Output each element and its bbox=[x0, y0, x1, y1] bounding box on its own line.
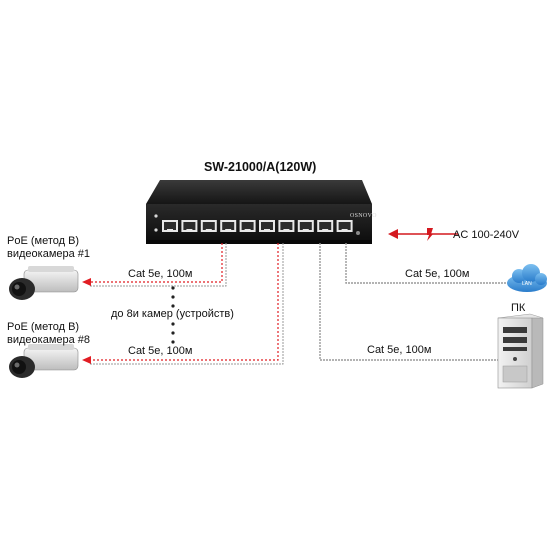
camera-1-cable-label: Cat 5e, 100м bbox=[128, 268, 193, 280]
poe-link-camera-1 bbox=[82, 243, 227, 287]
camera-8-cable-label: Cat 5e, 100м bbox=[128, 345, 193, 357]
camera-8-method: PoE (метод В) bbox=[7, 321, 80, 333]
power-input bbox=[388, 228, 458, 241]
camera-8-name: видеокамера #8 bbox=[7, 334, 91, 346]
lan-cable-label: Cat 5e, 100м bbox=[405, 268, 470, 280]
status-led bbox=[154, 228, 158, 232]
power-label: AC 100-240V bbox=[453, 229, 520, 241]
camera-8-icon bbox=[9, 344, 79, 378]
switch-top-panel bbox=[146, 180, 372, 204]
rj45-port bbox=[297, 220, 314, 232]
lan-cloud-icon: LAN bbox=[507, 264, 547, 292]
camera-8-label: PoE (метод В) видеокамера #8 bbox=[7, 321, 90, 347]
switch-model-title: SW-21000/A(120W) bbox=[204, 160, 317, 174]
rj45-port bbox=[220, 220, 237, 232]
power-arrow-head bbox=[388, 229, 398, 239]
power-plug-icon bbox=[427, 228, 433, 241]
reset-button bbox=[356, 231, 360, 235]
lan-cloud-label: LAN bbox=[522, 281, 532, 287]
rj45-port bbox=[200, 220, 217, 232]
rj45-port bbox=[278, 220, 295, 232]
rj45-port bbox=[259, 220, 275, 232]
rj45-port bbox=[239, 220, 256, 232]
network-switch: OSNOVO bbox=[146, 180, 377, 244]
poe-link-camera-8 bbox=[82, 243, 284, 365]
pc-tower-icon bbox=[497, 313, 544, 389]
camera-1-icon bbox=[9, 266, 79, 300]
camera-count-note: до 8и камер (устройств) bbox=[111, 308, 234, 320]
camera-1-name: видеокамера #1 bbox=[7, 248, 91, 260]
camera-1-method: PoE (метод В) bbox=[7, 235, 80, 247]
arrow-to-camera-8 bbox=[82, 356, 91, 364]
pc-cable-label: Cat 5e, 100м bbox=[367, 344, 432, 356]
camera-1-label: PoE (метод В) видеокамера #1 bbox=[7, 235, 90, 261]
lan-cable bbox=[345, 243, 510, 284]
rj45-port bbox=[317, 220, 334, 232]
pc-label: ПК bbox=[511, 302, 526, 314]
pc-cable bbox=[319, 243, 498, 361]
rj45-port bbox=[336, 220, 353, 232]
power-led bbox=[154, 214, 158, 218]
rj45-port bbox=[162, 220, 178, 232]
more-cameras-ellipsis bbox=[171, 286, 175, 344]
switch-brand-logo: OSNOVO bbox=[350, 213, 377, 219]
arrow-to-camera-1 bbox=[82, 278, 91, 286]
rj45-port bbox=[181, 220, 198, 232]
switch-ports bbox=[162, 220, 353, 232]
